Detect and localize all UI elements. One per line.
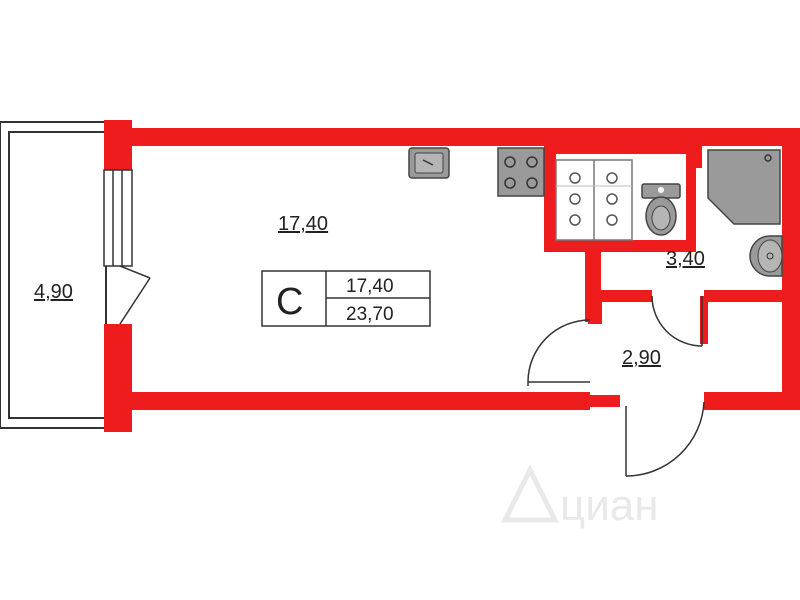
bathroom-door-icon	[651, 295, 703, 347]
walls	[104, 120, 800, 432]
appliance-knobs-icon	[569, 172, 618, 226]
hall-door-icon	[527, 319, 591, 386]
balcony	[0, 121, 107, 429]
stove-icon	[497, 147, 545, 197]
window	[103, 169, 133, 267]
balcony-door-icon	[119, 265, 151, 325]
watermark: циан	[500, 464, 659, 530]
toilet-icon	[641, 183, 681, 236]
living-area-value: 17,40	[346, 276, 394, 297]
bathroom-area: 3,40	[666, 248, 705, 270]
kitchen-cabinet	[544, 146, 696, 252]
watermark-text: циан	[560, 481, 659, 530]
entrance-door-icon	[625, 401, 705, 477]
shower-icon	[707, 149, 781, 225]
total-area-value: 23,70	[346, 304, 394, 325]
area-legend: С 17,40 23,70	[261, 270, 431, 327]
watermark-logo-icon	[500, 464, 560, 523]
kitchen-sink-icon	[408, 147, 450, 179]
apartment-type-letter: С	[276, 281, 303, 323]
hall-area: 2,90	[622, 347, 661, 369]
balcony-area: 4,90	[34, 281, 73, 303]
basin-icon	[749, 235, 783, 277]
main-room-area: 17,40	[278, 213, 328, 235]
